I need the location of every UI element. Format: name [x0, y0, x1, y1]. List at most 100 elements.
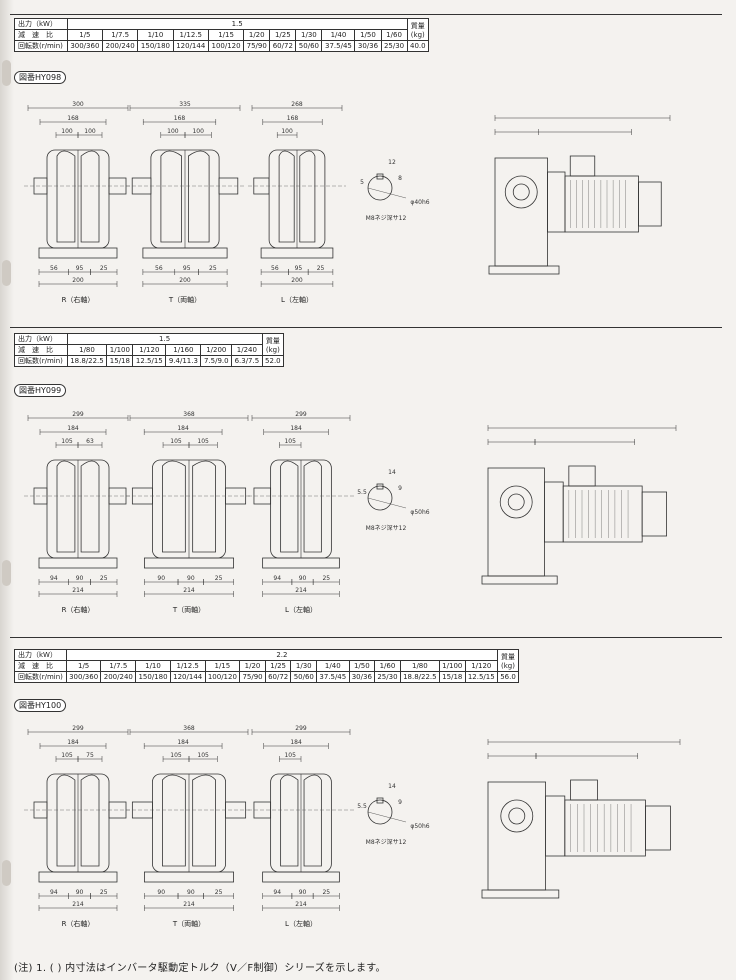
dimension-label: 214	[72, 587, 84, 594]
housing-rib	[56, 774, 76, 867]
dimension-label: 25	[215, 889, 223, 896]
dimension-label: 25	[100, 265, 108, 272]
binder-hole	[2, 560, 11, 586]
housing-rib	[280, 774, 299, 867]
dimension-label: 168	[67, 115, 79, 122]
dimension-label: 100	[61, 128, 73, 135]
motor-body	[564, 799, 646, 857]
thread-spec: M8ネジ深サ12	[366, 524, 407, 532]
housing-rib	[278, 150, 295, 243]
dimension-label: 94	[273, 575, 281, 582]
housing-rib	[188, 150, 210, 243]
speed-cell: 30/36	[348, 671, 376, 683]
housing-rib	[162, 460, 186, 553]
dimension-label: 105	[170, 438, 182, 445]
housing-rib	[162, 774, 186, 867]
mass-value: 52.0	[261, 355, 285, 367]
base-plate	[38, 871, 118, 883]
dimension-label: 214	[183, 901, 195, 908]
terminal-box	[570, 779, 598, 801]
housing-rib	[303, 460, 322, 553]
dimension-label: 368	[183, 411, 195, 418]
speed-cell: 300/360	[65, 671, 102, 683]
housing-rib	[280, 460, 299, 553]
output-shaft-circle	[507, 493, 525, 511]
dimension-label: 25	[317, 265, 325, 272]
output-flange	[500, 799, 534, 833]
dimension-label: 9	[398, 485, 402, 492]
dimension-label: 299	[72, 725, 84, 732]
motor-body	[564, 175, 639, 233]
dimension-label: 105	[197, 752, 209, 759]
dimension-label: 14	[388, 783, 396, 790]
dimension-label: 105	[284, 752, 296, 759]
dimension-label: 184	[67, 739, 79, 746]
housing-rib	[56, 460, 76, 553]
base-plate	[260, 247, 334, 259]
shaft-end-circle	[367, 175, 393, 201]
mass-value: 40.0	[406, 40, 430, 52]
output-shaft	[253, 801, 272, 819]
drawing-line	[367, 187, 407, 199]
shaft-diameter: φ50h6	[410, 823, 429, 830]
dimension-label: 94	[50, 889, 58, 896]
speed-cell: 37.5/45	[316, 671, 350, 683]
dimension-label: 90	[76, 889, 84, 896]
ratio-cell: 1/25	[269, 29, 297, 41]
dimension-label: 300	[72, 101, 84, 108]
dimension-label: 94	[50, 575, 58, 582]
housing-rib	[56, 150, 76, 243]
dimension-label: 25	[100, 889, 108, 896]
dimension-label: 168	[287, 115, 299, 122]
housing-rib	[192, 774, 216, 867]
speed-cell: 150/180	[137, 40, 174, 52]
dimension-label: 200	[72, 277, 84, 284]
speed-cell: 60/72	[269, 40, 297, 52]
dimension-label: 56	[155, 265, 163, 272]
dimension-label: 63	[86, 438, 94, 445]
mounting-base	[488, 265, 560, 275]
section-rule	[10, 327, 722, 328]
dimension-label: 25	[209, 265, 217, 272]
speed-cell: 200/240	[100, 671, 137, 683]
dimension-label: 90	[299, 575, 307, 582]
dimension-label: 5.5	[357, 489, 367, 496]
figure-label-hy098: 図番HY098	[14, 71, 67, 84]
dimension-label: 100	[281, 128, 293, 135]
speed-label: 回転数(r/min)	[14, 671, 67, 683]
view-caption: L（左軸）	[285, 605, 317, 614]
dimension-label: 100	[84, 128, 96, 135]
dimension-label: 105	[61, 752, 73, 759]
shaft-end-circle	[367, 799, 393, 825]
binder-hole	[2, 260, 11, 286]
figure-label-hy099: 図番HY099	[14, 384, 67, 397]
adapter-flange	[545, 795, 566, 857]
output-flange	[499, 485, 533, 519]
dimension-label: 25	[100, 575, 108, 582]
dimension-label: 214	[295, 901, 307, 908]
dimension-label: 90	[76, 575, 84, 582]
dimension-label: 95	[183, 265, 191, 272]
drawing-line	[367, 497, 407, 509]
dimension-label: 268	[291, 101, 303, 108]
housing-rib	[299, 150, 316, 243]
dimension-label: 5	[360, 179, 364, 186]
dimension-label: 94	[273, 889, 281, 896]
terminal-box	[568, 465, 596, 487]
view-caption: L（左軸）	[281, 295, 313, 304]
dimension-label: 90	[187, 889, 195, 896]
housing-rib	[192, 460, 216, 553]
keyway	[376, 173, 384, 180]
mass-value: 56.0	[496, 671, 520, 683]
view-caption: T（両軸）	[172, 919, 205, 928]
dimension-label: 299	[72, 411, 84, 418]
speed-cell: 75/90	[243, 40, 271, 52]
reducer-case	[487, 467, 545, 577]
binder-hole	[2, 860, 11, 886]
housing-rib	[80, 460, 100, 553]
shaft-diameter: φ40h6	[410, 199, 429, 206]
output-shaft-circle	[508, 807, 526, 825]
